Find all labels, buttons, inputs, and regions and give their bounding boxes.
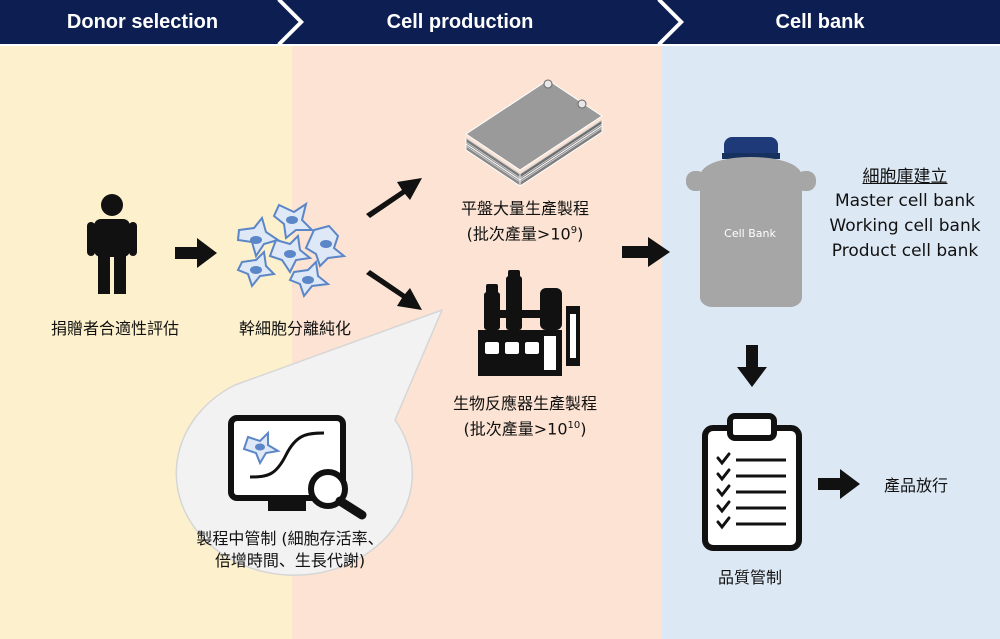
culture-plate-stack-icon: [465, 79, 603, 186]
stage-label-donor-selection: Donor selection: [66, 11, 219, 33]
arrow-down-icon: [737, 345, 767, 387]
monitor-magnifier-icon: [228, 415, 367, 520]
arrow-right-icon: [175, 238, 217, 268]
stage-chevron-3: [662, 0, 1000, 44]
stem-cells-icon: [236, 201, 347, 299]
stage-label-cell-production: Cell production: [386, 11, 534, 33]
arrow-right-icon: [818, 469, 860, 499]
working-cell-bank-item: Working cell bank: [829, 216, 981, 236]
person-icon: [87, 194, 137, 294]
bioreactor-factory-icon: [478, 270, 580, 376]
in-process-control-line1: 製程中管制 (細胞存活率、: [196, 529, 384, 548]
arrow-down-right-icon: [366, 270, 422, 310]
stem-cell-isolation-label: 幹細胞分離純化: [238, 319, 351, 338]
cell-bank-establishment-title: 細胞庫建立: [862, 167, 948, 187]
stage-label-cell-bank: Cell bank: [775, 11, 865, 33]
clipboard-checklist-icon: [702, 413, 802, 551]
in-process-control-line2: 倍增時間、生長代謝): [214, 551, 366, 570]
cell-bank-tank-label: Cell Bank: [724, 227, 776, 240]
bioreactor-production-yield: (批次產量>1010): [463, 419, 587, 439]
bioreactor-production-label: 生物反應器生產製程 (批次產量>1010): [420, 393, 630, 440]
plate-production-label: 平盤大量生產製程 (批次產量>109): [430, 198, 620, 245]
arrow-up-right-icon: [366, 178, 422, 218]
donor-evaluation-label: 捐贈者合適性評估: [50, 319, 179, 338]
stage-chevron-2: [282, 0, 680, 44]
stage-chevron-1: [0, 0, 300, 44]
arrow-right-icon: [622, 237, 670, 267]
in-process-control-label: 製程中管制 (細胞存活率、 倍增時間、生長代謝): [170, 528, 410, 572]
stage-banner: [0, 0, 1000, 45]
bioreactor-production-title: 生物反應器生產製程: [452, 394, 597, 413]
product-release-label: 產品放行: [883, 476, 948, 495]
plate-production-title: 平盤大量生產製程: [460, 199, 589, 218]
quality-control-label: 品質管制: [717, 568, 782, 587]
product-cell-bank-item: Product cell bank: [831, 241, 979, 261]
cryo-tank-icon: [686, 137, 816, 307]
plate-production-yield: (批次產量>109): [466, 224, 584, 244]
master-cell-bank-item: Master cell bank: [835, 191, 975, 211]
